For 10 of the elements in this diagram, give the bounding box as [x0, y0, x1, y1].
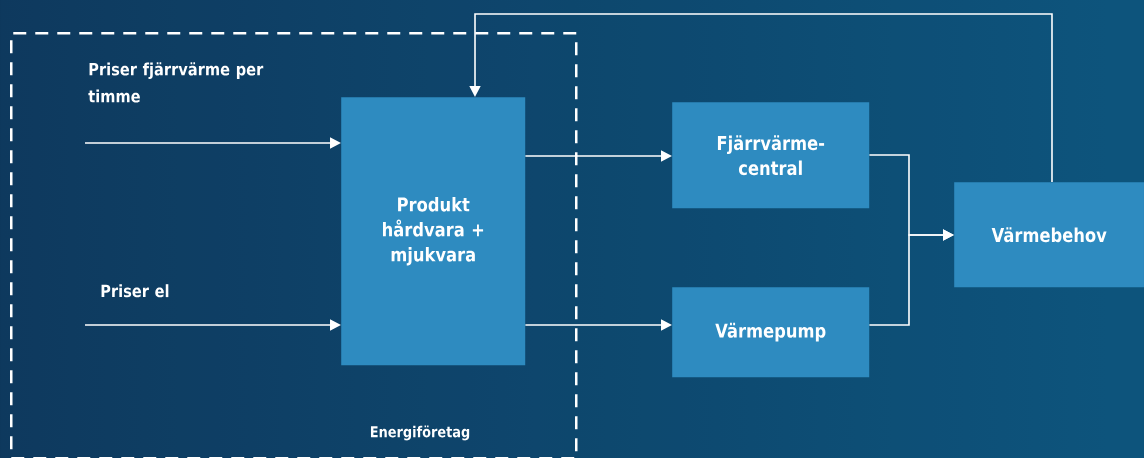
arrow — [469, 13, 1053, 183]
edge-label: Priser fjärrvärme per timme — [88, 62, 264, 103]
arrow — [84, 319, 341, 331]
region-label: Energiföretag — [370, 425, 470, 441]
process-box: Fjärrvärme- central — [672, 102, 870, 209]
process-box: Värmebehov — [954, 182, 1144, 288]
arrow — [84, 137, 341, 149]
process-box: Värmepump — [672, 287, 870, 378]
process-box: Produkt hårdvara + mjukvara — [341, 97, 526, 366]
edge-label: Priser el — [101, 284, 169, 298]
